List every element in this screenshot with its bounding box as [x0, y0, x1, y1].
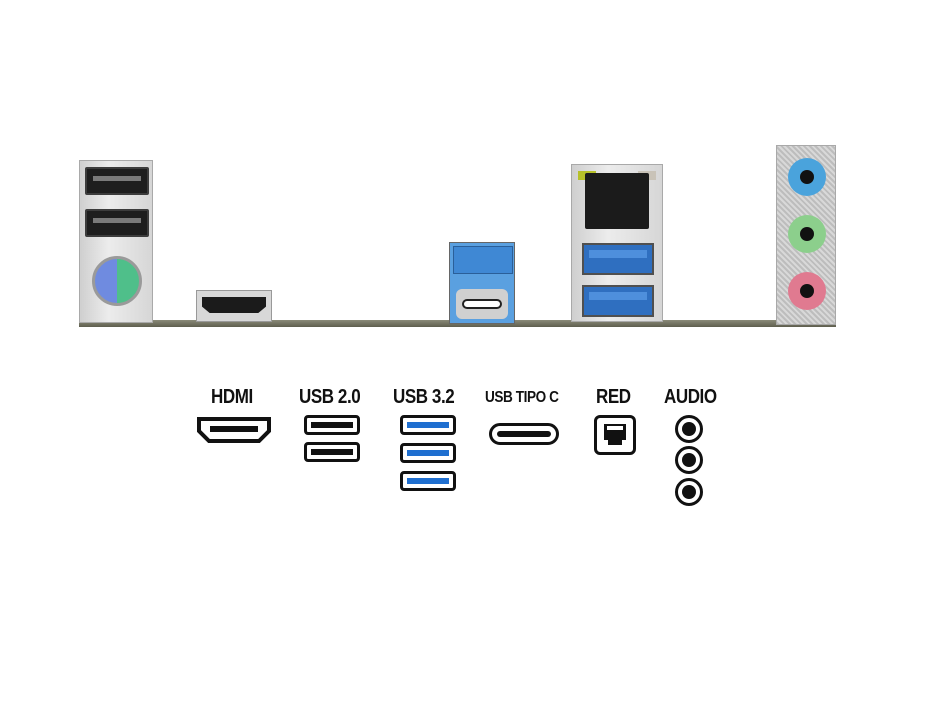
audio-stack — [776, 145, 836, 325]
usb-c-icon — [489, 423, 559, 445]
usb2-ps2-stack — [79, 160, 153, 323]
usb-c-port — [456, 289, 508, 319]
legend-label-lan: RED — [596, 386, 631, 408]
ethernet-port — [585, 173, 649, 229]
usb-a-blue-icon — [400, 471, 456, 491]
usb-a-blue-icon — [400, 415, 456, 435]
ps2-combo-port — [92, 256, 142, 306]
ethernet-icon — [594, 415, 636, 455]
usb2-port — [85, 167, 149, 195]
usb3-port — [582, 285, 654, 317]
audio-jack-line-out — [788, 215, 826, 253]
legend-label-hdmi: HDMI — [211, 386, 253, 408]
legend-label-usb3: USB 3.2 — [393, 386, 455, 408]
audio-jack-line-in — [788, 158, 826, 196]
legend-label-audio: AUDIO — [664, 386, 717, 408]
usb-a-icon — [304, 415, 360, 435]
usb-a-icon — [304, 442, 360, 462]
audio-jack-mic — [788, 272, 826, 310]
audio-jack-icon — [675, 446, 703, 474]
lan-usb3-stack — [571, 164, 663, 322]
usb-a-blue-icon — [400, 443, 456, 463]
legend-label-usb2: USB 2.0 — [299, 386, 361, 408]
usb2-port — [85, 209, 149, 237]
audio-jack-icon — [675, 478, 703, 506]
hdmi-port — [196, 290, 272, 322]
usb3-port — [453, 246, 513, 274]
usb3-port — [582, 243, 654, 275]
legend-label-usbc: USB TIPO C — [485, 389, 559, 406]
audio-jack-icon — [675, 415, 703, 443]
hdmi-icon — [196, 416, 272, 444]
usb3-usbc-stack — [449, 242, 515, 324]
